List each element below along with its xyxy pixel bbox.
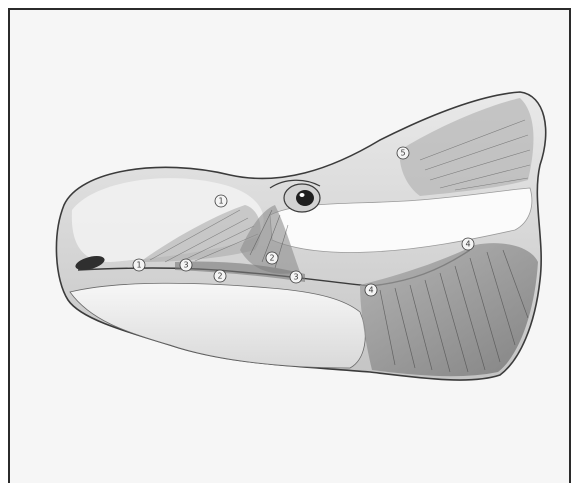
marker-4-left: 4 xyxy=(365,284,377,296)
svg-text:4: 4 xyxy=(465,240,470,249)
svg-text:2: 2 xyxy=(269,254,274,263)
marker-4-right: 4 xyxy=(462,238,474,250)
marker-2-lower: 2 xyxy=(214,270,226,282)
lower-jaw xyxy=(70,283,365,368)
marker-2-upper: 2 xyxy=(266,252,278,264)
svg-text:4: 4 xyxy=(368,286,373,295)
marker-5: 5 xyxy=(397,147,409,159)
marker-1-upper: 1 xyxy=(215,195,227,207)
svg-text:1: 1 xyxy=(136,261,141,270)
svg-text:2: 2 xyxy=(217,272,222,281)
svg-text:3: 3 xyxy=(293,273,298,282)
marker-1-lower: 1 xyxy=(133,259,145,271)
marker-3-right: 3 xyxy=(290,271,302,283)
marker-3-left: 3 xyxy=(180,259,192,271)
svg-text:3: 3 xyxy=(183,261,188,270)
svg-text:1: 1 xyxy=(218,197,223,206)
svg-text:5: 5 xyxy=(400,149,405,158)
